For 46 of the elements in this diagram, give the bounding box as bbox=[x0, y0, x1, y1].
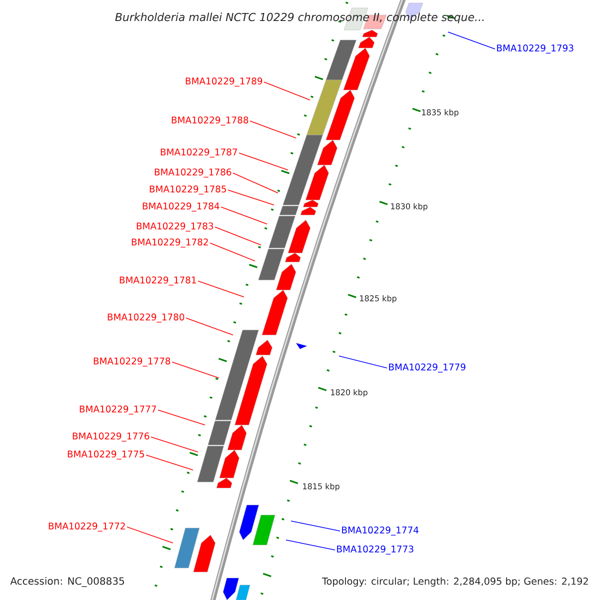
tick-label: 1825 kbp bbox=[360, 295, 396, 303]
leader-line bbox=[126, 526, 174, 544]
gene-label: BMA10229_1780 bbox=[108, 314, 184, 322]
gene-label: BMA10229_1789 bbox=[186, 78, 262, 86]
leader-line bbox=[158, 410, 206, 426]
leader-line bbox=[172, 362, 220, 378]
gene-label: BMA10229_1778 bbox=[94, 358, 170, 366]
leader-line bbox=[286, 540, 336, 550]
gene-label: BMA10229_1773 bbox=[337, 546, 414, 554]
title: Burkholderia mallei NCTC 10229 chromosome II, complete seque... bbox=[115, 12, 484, 24]
leader-line bbox=[220, 206, 268, 224]
leader-line bbox=[238, 152, 288, 170]
gene-label: BMA10229_1785 bbox=[150, 186, 226, 194]
tick-label: 1820 kbp bbox=[331, 389, 368, 397]
gene-label: BMA10229_1784 bbox=[142, 202, 220, 212]
gene-label: BMA10229_1776 bbox=[72, 432, 150, 442]
gene-label: BMA10229_1781 bbox=[120, 276, 196, 286]
leader-line bbox=[228, 190, 274, 206]
gene-label: BMA10229_1775 bbox=[68, 450, 144, 460]
tick-label: 1815 kbp bbox=[303, 483, 340, 491]
leader-line bbox=[250, 120, 296, 138]
footer-text: Accession: NC_008835 bbox=[10, 577, 124, 587]
leader-line bbox=[214, 226, 262, 246]
gene-label: BMA10229_1786 bbox=[154, 168, 232, 178]
leader-line bbox=[150, 436, 198, 452]
footer-text: Topology: circular; Length: 2,284,095 bp; Genes: 2,192 bbox=[322, 577, 588, 587]
gene-label: BMA10229_1779 bbox=[389, 364, 466, 372]
gene-label: BMA10229_1772 bbox=[48, 522, 125, 532]
leader-line bbox=[264, 82, 310, 100]
gene-label: BMA10229_1774 bbox=[342, 526, 418, 536]
gene-label: BMA10229_1783 bbox=[136, 222, 214, 232]
gene-label: BMA10229_1793 bbox=[497, 44, 574, 54]
leader-line bbox=[338, 356, 388, 368]
leader-line bbox=[186, 318, 234, 336]
leader-line bbox=[210, 242, 256, 262]
gene-label: BMA10229_1777 bbox=[80, 406, 156, 414]
tick-label: 1835 kbp bbox=[422, 109, 458, 117]
tick-label: 1830 kbp bbox=[391, 203, 428, 211]
leader-line bbox=[290, 520, 340, 532]
gene-label: BMA10229_1788 bbox=[172, 116, 248, 126]
leader-line bbox=[198, 280, 244, 298]
leader-line bbox=[448, 32, 496, 50]
leader-line bbox=[232, 172, 278, 194]
leader-line bbox=[146, 454, 194, 470]
gene-label: BMA10229_1782 bbox=[132, 238, 208, 248]
gene-label: BMA10229_1787 bbox=[160, 148, 237, 158]
